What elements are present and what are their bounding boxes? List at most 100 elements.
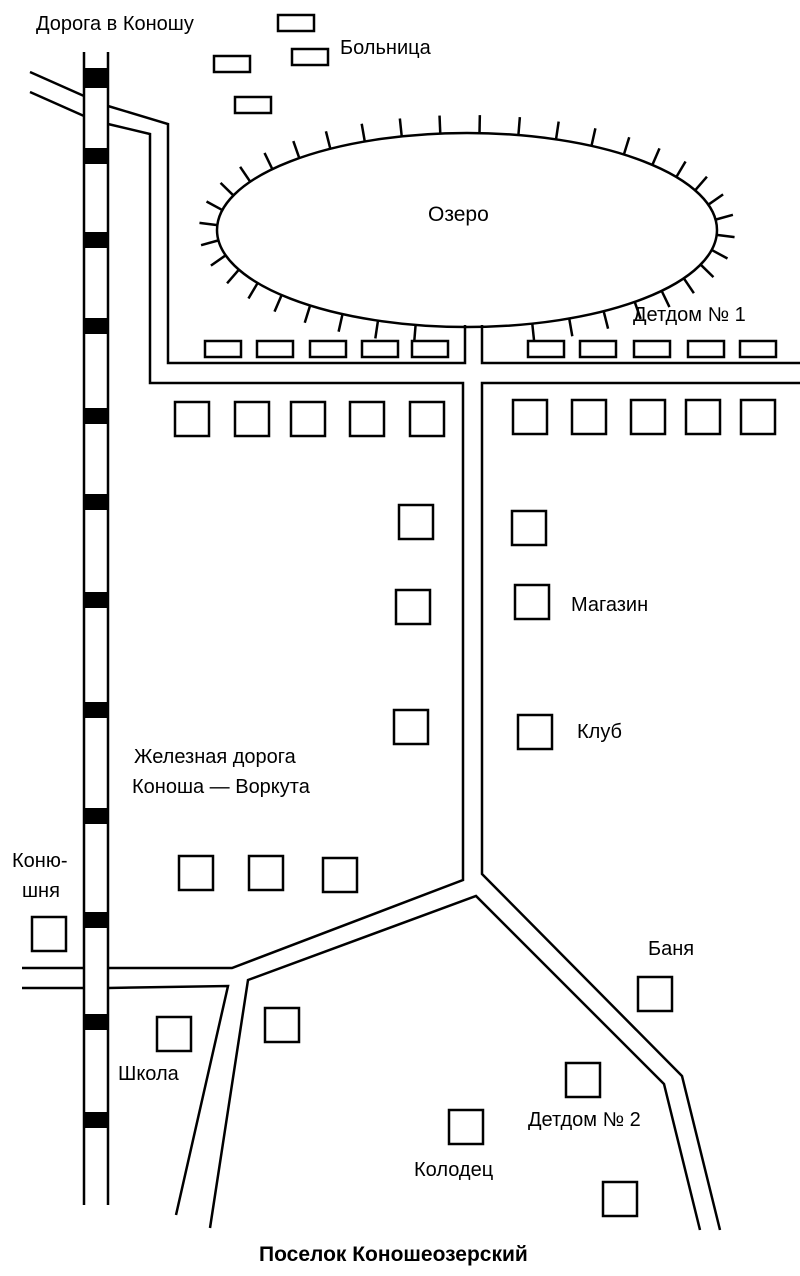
- lake-shore-tick: [633, 301, 642, 320]
- house: [177, 854, 215, 892]
- lake-shore-tick: [707, 193, 724, 206]
- railway-ties: [84, 68, 108, 1128]
- label-orphanage-1: Детдом № 1: [633, 304, 746, 326]
- label-lake: Озеро: [428, 203, 489, 226]
- building-orphanage-1: [578, 339, 618, 359]
- lake-shore-tick: [567, 318, 574, 337]
- label-club: Клуб: [577, 721, 622, 743]
- lake-shore-tick: [517, 117, 522, 136]
- building-orphanage-1: [738, 339, 778, 359]
- label-well: Колодец: [414, 1159, 494, 1181]
- road-right-upper: [480, 325, 800, 365]
- building-school: [155, 1015, 193, 1053]
- house: [173, 400, 211, 438]
- building: [276, 13, 316, 33]
- lake-shore-tick: [247, 282, 259, 300]
- lake-shore-tick: [263, 152, 274, 170]
- lake-shore-tick: [682, 277, 695, 294]
- lake-shore-tick: [694, 175, 708, 192]
- road-konosha-lower: [29, 90, 85, 118]
- house: [629, 398, 667, 436]
- lake-shore-tick: [675, 160, 687, 178]
- lake-shore-tick: [199, 221, 218, 227]
- label-bathhouse: Баня: [648, 938, 695, 960]
- building: [308, 339, 348, 359]
- lake-shore-tick: [205, 200, 223, 212]
- building: [233, 95, 273, 115]
- road-right-lower: [480, 381, 800, 1231]
- lake-shore-tick: [292, 140, 301, 159]
- label-road-to-konosha: Дорога в Коношу: [36, 13, 194, 35]
- house: [739, 398, 777, 436]
- lake-shore-tick: [303, 305, 312, 324]
- label-stable-line2: шня: [22, 880, 60, 902]
- lake-shore-tick: [239, 166, 252, 183]
- building: [203, 339, 243, 359]
- house: [408, 400, 446, 438]
- lake-shore-tick: [554, 121, 560, 140]
- house: [263, 1006, 301, 1044]
- house: [394, 588, 432, 626]
- map-caption: Поселок Коношеозерский: [259, 1243, 528, 1266]
- building-orphanage-1: [632, 339, 672, 359]
- lake-shore-tick: [219, 181, 235, 197]
- building: [255, 339, 295, 359]
- house: [397, 503, 435, 541]
- building-shop: [513, 583, 551, 621]
- house: [511, 398, 549, 436]
- building: [360, 339, 400, 359]
- lake-shore-tick: [324, 131, 332, 150]
- lake-shore-tick: [602, 310, 610, 329]
- label-school: Школа: [118, 1063, 179, 1085]
- house: [321, 856, 359, 894]
- building-orphanage-1: [526, 339, 566, 359]
- lake-shore-tick: [273, 294, 283, 313]
- label-orphanage-2: Детдом № 2: [528, 1109, 641, 1131]
- label-stable-line1: Коню-: [12, 850, 68, 872]
- road-konosha-upper: [29, 70, 85, 98]
- road-to-lake-upper: [107, 104, 467, 365]
- lake-shore-tick: [715, 213, 734, 221]
- lake-shore-tick: [210, 254, 227, 267]
- building-orphanage-1: [686, 339, 726, 359]
- label-hospital: Больница: [340, 37, 431, 59]
- building-stable: [30, 915, 68, 953]
- building-well: [447, 1108, 485, 1146]
- lake-shore-tick: [438, 115, 442, 134]
- road-to-lake-lower: [107, 122, 465, 970]
- label-railway-line2: Коноша — Воркута: [132, 776, 310, 798]
- lake-shore-tick: [590, 128, 597, 147]
- lake-shore-tick: [398, 118, 403, 137]
- lake-shore-tick: [622, 136, 631, 155]
- road-south-west: [107, 984, 230, 1216]
- lake-shore-tick: [711, 248, 729, 260]
- house: [233, 400, 271, 438]
- label-railway-line1: Железная дорога: [134, 746, 296, 768]
- lake-shore-tick: [699, 263, 715, 279]
- label-shop: Магазин: [571, 594, 649, 616]
- building-orphanage-2: [564, 1061, 602, 1099]
- house: [392, 708, 430, 746]
- lake-shore-tick: [660, 290, 671, 308]
- lake-shore-tick: [716, 233, 735, 239]
- lake-shore-tick: [226, 268, 240, 285]
- building: [410, 339, 450, 359]
- house: [348, 400, 386, 438]
- road-south-loop: [208, 894, 702, 1231]
- lake-shore-tick: [374, 320, 380, 339]
- lake-shore-tick: [337, 313, 344, 332]
- house: [570, 398, 608, 436]
- lake: [215, 131, 719, 329]
- house: [510, 509, 548, 547]
- lake-shore-tick: [531, 323, 536, 342]
- building-club: [516, 713, 554, 751]
- building: [212, 54, 252, 74]
- building-bathhouse: [636, 975, 674, 1013]
- house: [289, 400, 327, 438]
- house: [684, 398, 722, 436]
- lake-shore-tick: [360, 123, 367, 142]
- lake-shore-tick: [200, 239, 219, 247]
- lake-shore-tick: [651, 147, 661, 166]
- house: [601, 1180, 639, 1218]
